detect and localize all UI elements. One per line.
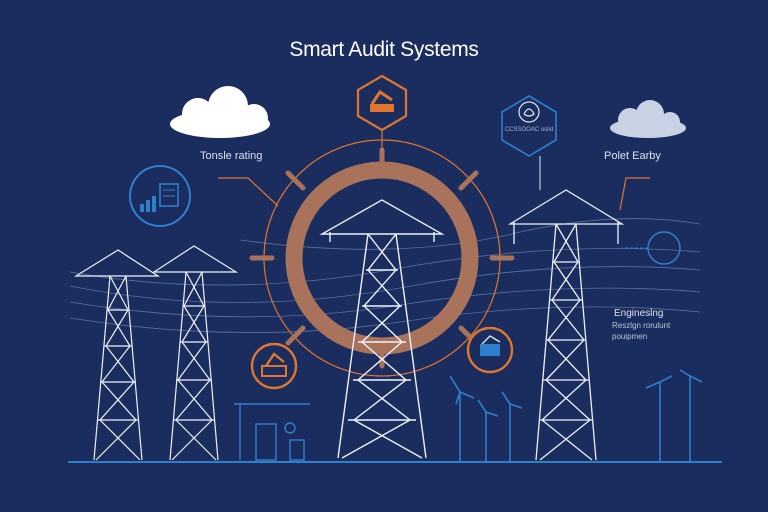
- cloud-icon: [170, 86, 270, 138]
- gauge-icon: [250, 342, 298, 390]
- label-left: Tonsle rating: [200, 150, 263, 162]
- connector-lines: [218, 177, 650, 211]
- transmission-tower-left-2: [151, 245, 239, 461]
- transmission-tower-right: [507, 189, 625, 461]
- bar-chart-icon: [129, 165, 191, 227]
- label-right: Polet Earby: [604, 150, 661, 162]
- engineering-title: Engineslng: [614, 308, 664, 319]
- power-lines: [69, 218, 701, 333]
- badge-caption: CCSSOOAC oslid: [504, 127, 554, 133]
- substation-equipment: [234, 403, 310, 461]
- circle-badge-icon: [501, 95, 557, 190]
- blue-ring-icon: [622, 231, 681, 265]
- wind-turbine-icon: [449, 369, 703, 462]
- page-title: Smart Audit Systems: [289, 38, 479, 61]
- engineering-line-1: Reszlgn rorulunt: [612, 321, 671, 330]
- transmission-tower-center: [319, 199, 445, 459]
- cloud-icon: [610, 100, 686, 138]
- hexagon-badge-icon: [356, 74, 408, 150]
- engineering-line-2: pouipmen: [612, 332, 648, 341]
- equipment-icon: [466, 326, 514, 374]
- transmission-tower-left-1: [73, 249, 161, 461]
